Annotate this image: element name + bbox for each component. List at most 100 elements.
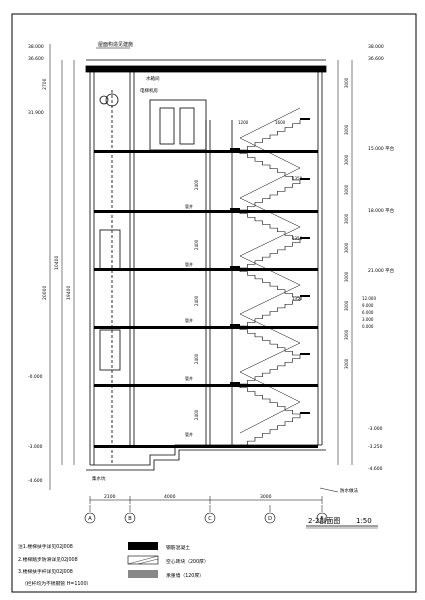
vertical-dim: 10400 (54, 256, 60, 270)
stair-flight (240, 180, 301, 211)
stair-landing (300, 353, 310, 355)
tank-room-callout: 水箱间 (146, 75, 160, 82)
axis-label: D (268, 516, 272, 522)
vertical-dim: 3000 (344, 184, 349, 195)
vertical-dim: 3000 (344, 213, 349, 224)
stair-flight (239, 150, 300, 181)
room-labels: 管井 管井 管井 管井 管井 (185, 203, 193, 437)
axis-label: B (128, 516, 132, 522)
elevation-mark: 38.000 (28, 44, 44, 50)
vertical-dim: 2700 (42, 78, 48, 90)
elevation-mark: -4.600 (28, 478, 43, 484)
stair-landing (300, 412, 310, 414)
stair-railing (239, 342, 301, 373)
axis-label: A (88, 516, 92, 522)
floor-slab (94, 210, 318, 213)
vertical-dim: 20000 (42, 286, 48, 300)
floor-elevation: 0.000 (362, 324, 374, 329)
machine-room-callout: 电梯机房 (140, 87, 158, 94)
vertical-dim: 3000 (344, 300, 349, 311)
axis-label: C (208, 516, 212, 522)
stair-flight (240, 355, 301, 385)
stair-railing (239, 107, 301, 139)
level-tag: 2400 (194, 179, 199, 190)
axis-bubble (316, 512, 328, 524)
stair-flight (240, 239, 301, 269)
room-label: 管井 (185, 261, 193, 267)
stair-railing (239, 401, 301, 434)
stair-railing (239, 167, 301, 199)
note-line: 注1.楼梯扶手详见02J008 (18, 543, 73, 550)
bottom-dim: 3000 (260, 494, 272, 500)
floor-slab (94, 268, 318, 271)
level-tag: 2400 (194, 353, 199, 364)
axis-label: E (320, 516, 323, 522)
stair-landing (300, 178, 310, 180)
elevation-mark: 38.000 (368, 44, 384, 50)
vertical-dim: 3000 (344, 154, 349, 165)
elevation-mark: 31.900 (28, 110, 44, 116)
level-tags: 2400 2400 2400 2400 2400 (194, 179, 199, 420)
legend-label: 空心砖块（200厚） (166, 558, 209, 565)
vertical-dim: 3000 (344, 358, 349, 369)
stair-railing (239, 313, 301, 344)
elevation-mark: 18.000 平台 (368, 207, 395, 214)
stair-landing (230, 324, 240, 326)
elevation-mark: 36.600 (28, 56, 44, 62)
elevation-mark: -4.600 (368, 466, 383, 472)
elevation-mark: -3.000 (28, 444, 43, 450)
stair-flights (230, 107, 310, 446)
stair-landing (300, 118, 310, 120)
elevation-mark: -0.000 (28, 374, 43, 380)
stair-flight (239, 326, 300, 356)
stair-landing (230, 382, 240, 384)
axis-bubble (84, 512, 96, 524)
elevation-mark: 36.600 (368, 56, 384, 62)
stair-flight (240, 120, 301, 151)
elevation-mark: 21.000 平台 (368, 267, 395, 274)
room-label: 管井 (185, 375, 193, 381)
legend-label: 钢筋混凝土 (166, 544, 190, 551)
drawing-scale: 1:50 (356, 517, 372, 525)
vertical-dim: 3000 (344, 271, 349, 282)
sheet-border (11, 13, 417, 593)
stair-railing (239, 137, 301, 169)
building-section (85, 59, 327, 471)
stair-landing (300, 295, 310, 297)
legend-label: 承重墙（120厚） (166, 572, 204, 579)
roof-callout: 屋面构造见建施 (98, 41, 133, 48)
floor-elevation: 12.000 (362, 296, 376, 301)
note-line: 3.楼梯扶手杆详见02J008 (18, 568, 73, 575)
level-tag: 2400 (194, 239, 199, 250)
level-tag: 2400 (194, 409, 199, 420)
stair-dim: 1350 (292, 296, 303, 301)
floor-slab (94, 150, 318, 153)
legend-swatch-concrete (128, 542, 158, 550)
bottom-dim: 2100 (104, 494, 116, 500)
axis-bubble (264, 512, 276, 524)
stair-flight (239, 210, 300, 240)
vertical-dim: 3000 (344, 329, 349, 340)
stair-landing (300, 237, 310, 239)
left-elevations: 38.000 36.600 31.900 -0.000 -3.000 -4.60… (28, 44, 44, 484)
floor-elevation: 9.000 (362, 303, 374, 308)
bottom-dimension-line (89, 496, 323, 504)
right-dimension-lines (337, 60, 353, 465)
material-legend: 钢筋混凝土 空心砖块（200厚） 承重墙（120厚） (127, 542, 209, 579)
axis-bubbles: A B C D E (84, 505, 328, 524)
vertical-dim: 19400 (66, 286, 72, 300)
axis-bubble (204, 512, 216, 524)
stair-landing (230, 266, 240, 268)
note-line: 2.楼梯踏步防滑详见02J008 (18, 556, 78, 563)
level-tag: 2400 (194, 295, 199, 306)
stair-landing (230, 208, 240, 210)
floor-elevation: 3.000 (362, 317, 374, 322)
legend-swatch-block (127, 555, 159, 565)
room-label: 管井 (185, 203, 193, 209)
floor-slab (94, 326, 318, 329)
stair-railing (239, 371, 301, 403)
stair-flight (240, 414, 301, 446)
left-dimension-lines (49, 44, 75, 490)
